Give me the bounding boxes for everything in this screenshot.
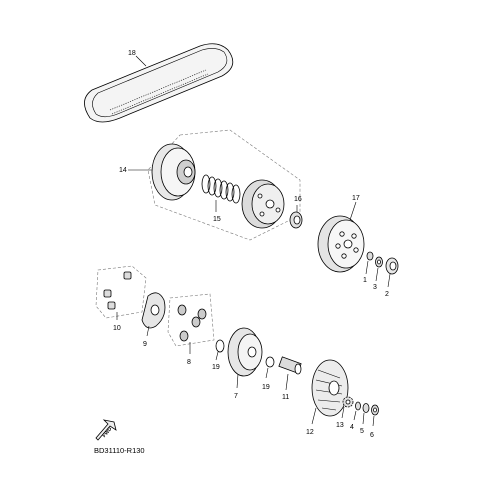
callout-15: 15 (213, 216, 221, 223)
washer[interactable] (355, 401, 361, 411)
clutch-housing[interactable] (317, 215, 365, 273)
v-belt[interactable] (84, 43, 234, 123)
callout-18: 18 (128, 50, 136, 57)
weight[interactable] (177, 304, 207, 342)
secondary-sheave[interactable] (151, 143, 196, 201)
diagram-code: BD31110-R130 (94, 446, 145, 455)
compression-spring[interactable] (201, 174, 241, 204)
fwd-label: FWD (101, 426, 113, 439)
callout-16: 16 (294, 196, 302, 203)
weight-group-outline (167, 293, 215, 347)
claw-washer[interactable] (342, 396, 354, 408)
callout-1: 1 (363, 277, 367, 284)
clutch-carrier[interactable] (241, 179, 285, 229)
nut[interactable] (371, 404, 379, 416)
callout-10: 10 (113, 325, 121, 332)
callout-13: 13 (336, 422, 344, 429)
callout-2: 2 (385, 291, 389, 298)
clutch-nut[interactable] (289, 211, 303, 229)
callout-8: 8 (187, 359, 191, 366)
callout-11: 11 (282, 394, 289, 401)
fan-sheave[interactable] (311, 359, 349, 417)
o-ring[interactable] (265, 356, 275, 368)
callout-7: 7 (234, 393, 238, 400)
callout-9: 9 (143, 341, 147, 348)
slider-group-outline (95, 265, 147, 319)
callout-12: 12 (306, 429, 314, 436)
callout-19-right: 19 (262, 384, 270, 391)
collar[interactable] (278, 356, 302, 375)
cam-plate[interactable] (141, 292, 166, 329)
callout-3: 3 (373, 284, 377, 291)
callout-19-left: 19 (212, 364, 220, 371)
primary-sheave[interactable] (227, 327, 263, 377)
lock-washer[interactable] (362, 403, 370, 413)
slider[interactable] (103, 271, 132, 310)
nut[interactable] (375, 256, 383, 268)
callout-5: 5 (360, 428, 364, 435)
o-ring[interactable] (215, 339, 225, 353)
washer[interactable] (366, 251, 374, 261)
callout-14: 14 (119, 167, 127, 174)
callout-4: 4 (350, 424, 354, 431)
callout-6: 6 (370, 432, 374, 439)
fwd-arrow-icon: FWD (95, 419, 117, 441)
bearing[interactable] (385, 257, 399, 275)
callout-17: 17 (352, 195, 360, 202)
